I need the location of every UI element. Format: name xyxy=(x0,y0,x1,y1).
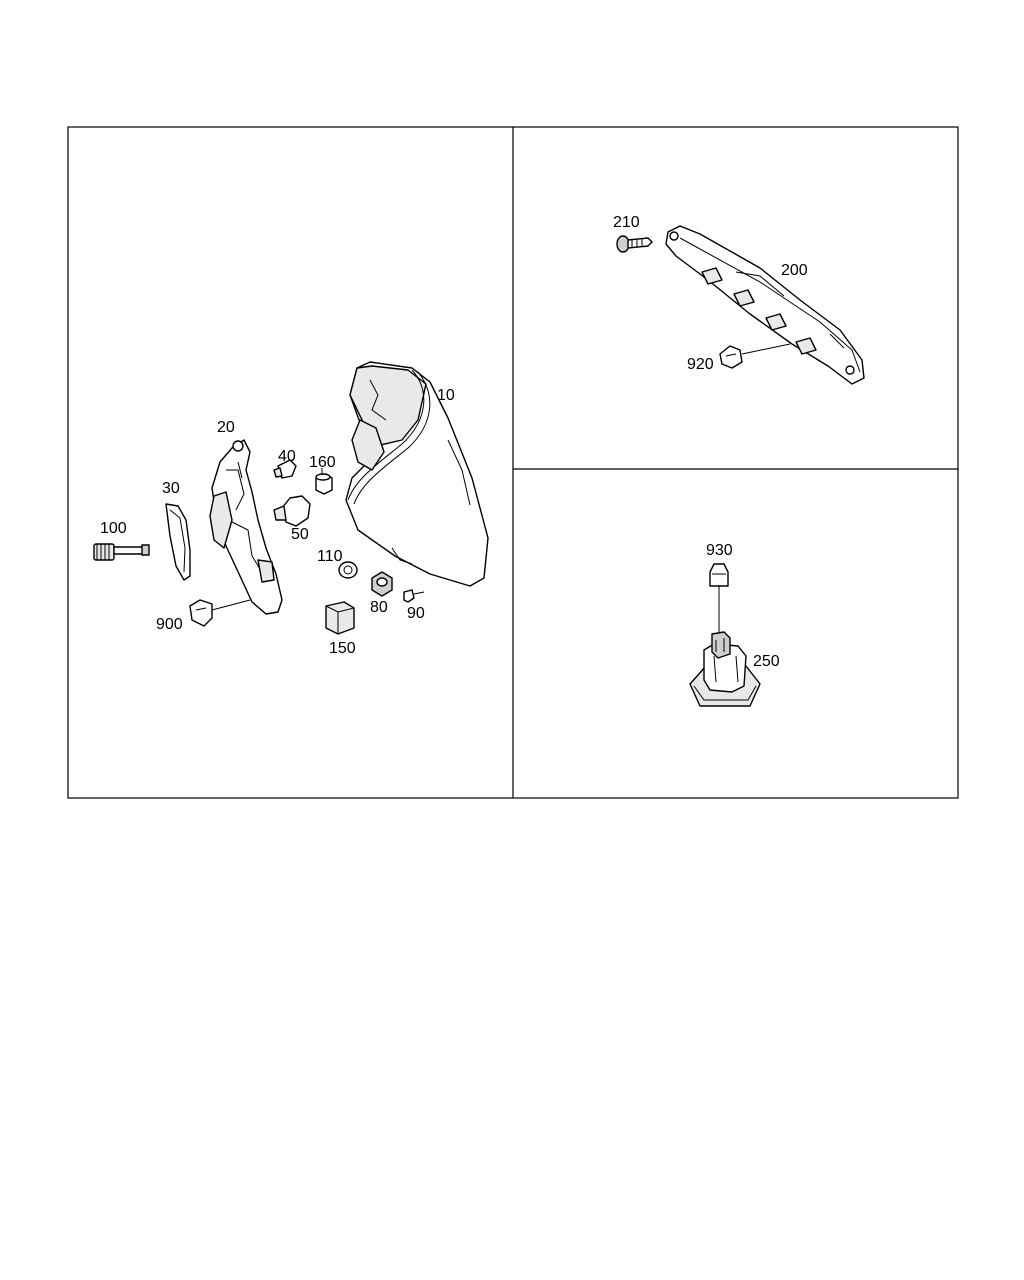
panel-bracket xyxy=(616,225,865,385)
screw-90[interactable] xyxy=(403,589,425,603)
callout-200: 200 xyxy=(781,262,808,279)
panel-frames xyxy=(67,126,959,799)
seal-30[interactable] xyxy=(165,503,191,581)
callout-920: 920 xyxy=(687,356,714,373)
adjuster-100[interactable] xyxy=(93,543,150,561)
callout-900: 900 xyxy=(156,616,183,633)
callout-150: 150 xyxy=(329,640,356,657)
callout-30: 30 xyxy=(162,480,180,497)
screw-210[interactable] xyxy=(616,235,653,253)
callout-labels: 10 20 40 160 30 100 50 110 80 90 900 150… xyxy=(100,214,808,670)
connector-920[interactable] xyxy=(719,343,791,369)
connector-900[interactable] xyxy=(189,599,251,627)
callout-40: 40 xyxy=(278,448,296,465)
connector-930[interactable] xyxy=(709,563,729,634)
callout-100: 100 xyxy=(100,520,127,537)
bulb-holder-150[interactable] xyxy=(325,601,355,635)
license-lamp-250[interactable] xyxy=(689,631,761,707)
callout-160: 160 xyxy=(309,454,336,471)
lamp-housing-10[interactable] xyxy=(345,361,489,587)
callout-930: 930 xyxy=(706,542,733,559)
callout-210: 210 xyxy=(613,214,640,231)
bracket-200[interactable] xyxy=(665,225,865,385)
callout-110: 110 xyxy=(317,548,343,565)
panel-license-lamp xyxy=(689,563,761,707)
callout-250: 250 xyxy=(753,653,780,670)
bulb-50[interactable] xyxy=(273,495,311,527)
bulb-holder-160[interactable] xyxy=(315,473,333,495)
callout-90: 90 xyxy=(407,605,425,622)
panel-tail-lamp-assembly xyxy=(93,361,489,635)
nut-80[interactable] xyxy=(371,571,393,597)
callout-10: 10 xyxy=(437,387,455,404)
callout-50: 50 xyxy=(291,526,309,543)
bulb-carrier-20[interactable] xyxy=(209,439,283,615)
callout-80: 80 xyxy=(370,599,388,616)
bulb-40[interactable] xyxy=(273,459,297,479)
callout-20: 20 xyxy=(217,419,235,436)
grommet-110[interactable] xyxy=(338,561,358,579)
